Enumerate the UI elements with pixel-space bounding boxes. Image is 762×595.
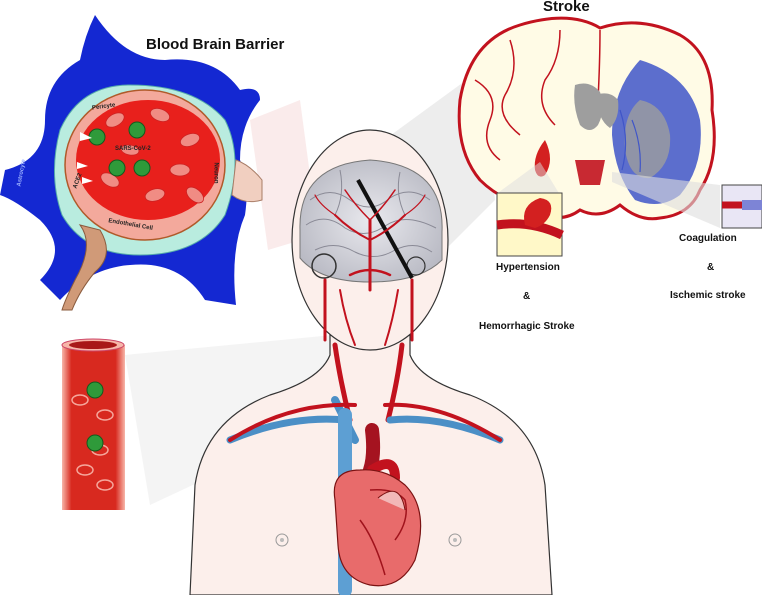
coagulation-zoom: [612, 172, 762, 229]
bbb-inset: [0, 15, 263, 311]
heart: [333, 469, 422, 587]
cerebral-arteries: [314, 189, 426, 346]
virus-particles: [88, 121, 151, 177]
hypertension-label: Hypertension: [496, 262, 560, 273]
hemorrhage-zoom: [495, 162, 564, 257]
ampersand-left: &: [523, 291, 531, 302]
stroke-title: Stroke: [543, 0, 590, 15]
virus-label: SARS-CoV-2: [115, 146, 151, 152]
stroke-brain-section: [457, 16, 716, 221]
bbb-title: Blood Brain Barrier: [146, 36, 285, 53]
neuron-label: Neuron: [212, 162, 219, 184]
coagulation-label: Coagulation: [679, 233, 737, 244]
hemorrhagic-label: Hemorrhagic Stroke: [479, 321, 575, 332]
vessel-inset: [61, 338, 125, 510]
ampersand-right: &: [707, 262, 715, 273]
ischemic-label: Ischemic stroke: [670, 290, 746, 301]
